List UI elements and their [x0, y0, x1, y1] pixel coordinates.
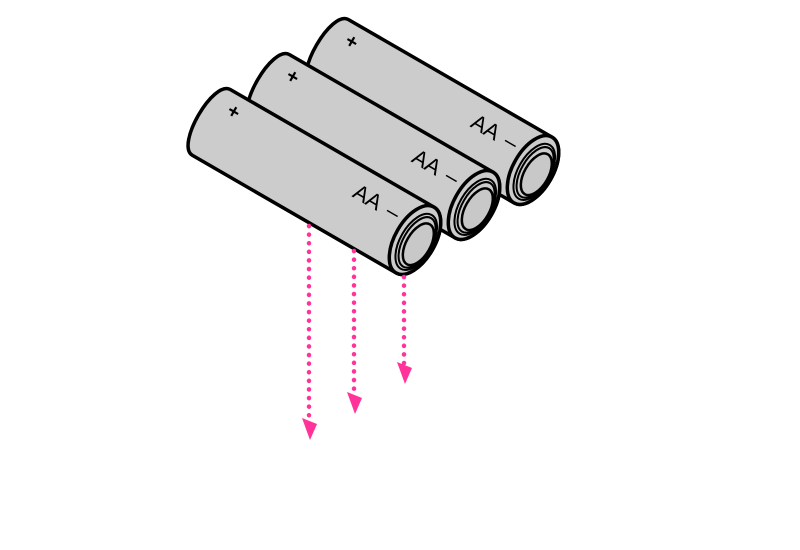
battery-front: + AA –: [177, 80, 454, 285]
arrow-3: [397, 274, 412, 384]
arrow-2: [347, 248, 362, 414]
arrowhead-icon: [397, 362, 412, 384]
arrowhead-icon: [347, 392, 362, 414]
arrow-1: [302, 223, 317, 440]
arrowhead-icon: [302, 418, 317, 440]
battery-middle: + AA –: [236, 45, 513, 250]
battery-back: + AA –: [295, 10, 572, 215]
